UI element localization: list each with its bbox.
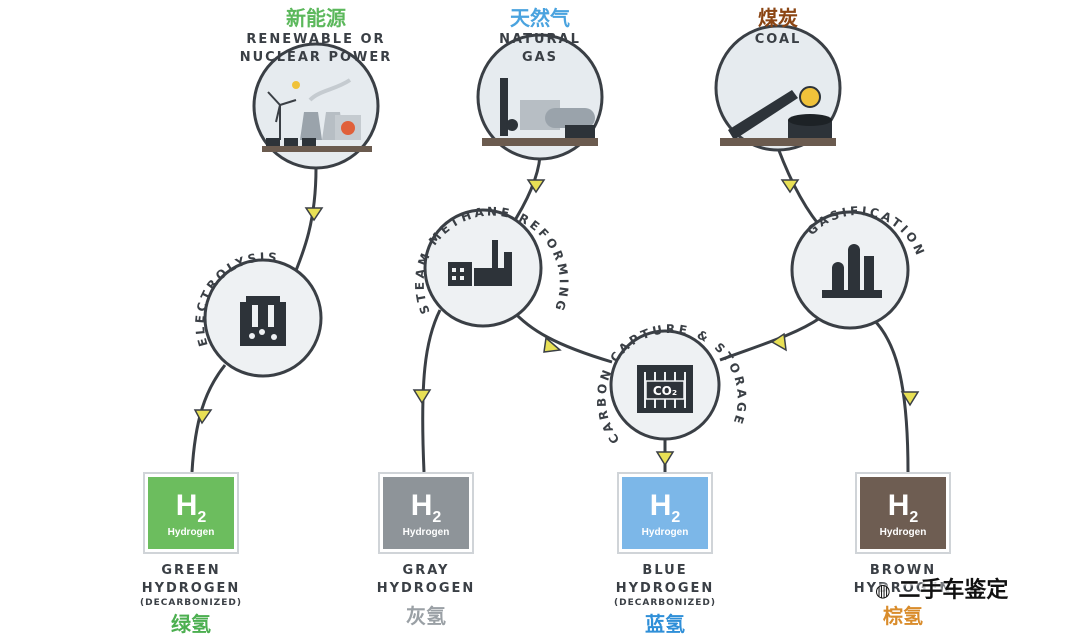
solar-panel-icon xyxy=(266,138,316,146)
arrow-gasification-brown xyxy=(900,391,920,407)
line-smr-ccs xyxy=(510,308,613,364)
gray-hydrogen-box: H2 Hydrogen xyxy=(378,472,474,554)
sun-icon xyxy=(292,81,300,89)
gray-en-line1: GRAY xyxy=(402,563,450,578)
green-hydrogen-box: H2 Hydrogen xyxy=(143,472,239,554)
green-hydrogen-word: Hydrogen xyxy=(167,527,215,538)
line-electrolysis-green xyxy=(190,364,227,473)
natural-gas-cn: 天然气 xyxy=(510,6,570,30)
process-ccs: CO₂ xyxy=(609,329,721,441)
green-note: (DECARBONIZED) xyxy=(140,598,242,608)
gray-cn: 灰氢 xyxy=(406,604,446,628)
process-gasification xyxy=(790,210,910,330)
blue-hydrogen-label: BLUE HYDROGEN (DECARBONIZED) 蓝氢 xyxy=(605,562,725,637)
gray-h2-symbol: H2 xyxy=(410,489,442,526)
arrowheads xyxy=(193,179,920,467)
gray-hydrogen-word: Hydrogen xyxy=(402,527,450,538)
radiation-icon xyxy=(341,121,355,135)
factory-icon xyxy=(448,240,512,286)
gasifier-icon xyxy=(822,244,882,298)
blue-en-line2: HYDROGEN xyxy=(615,581,715,596)
watermark-text: 二手车鉴定 xyxy=(898,578,1009,603)
brown-h2-symbol: H2 xyxy=(887,489,919,526)
natural-gas-en-line2: GAS xyxy=(521,50,559,65)
gray-en-line2: HYDROGEN xyxy=(376,581,476,596)
green-h2-symbol: H2 xyxy=(175,489,207,526)
arrow-coal-gasification xyxy=(780,179,800,194)
arrow-smr-gray xyxy=(412,389,432,405)
blue-hydrogen-word: Hydrogen xyxy=(641,527,689,538)
co2-container-icon: CO₂ xyxy=(637,365,693,413)
line-gasification-ccs xyxy=(719,316,821,362)
brown-en-line2: HYDROGEN xyxy=(853,581,953,596)
brown-en-line1: BROWN xyxy=(869,563,937,578)
blue-hydrogen-box: H2 Hydrogen xyxy=(617,472,713,554)
green-cn: 绿氢 xyxy=(171,612,211,636)
arrow-renewable-electrolysis xyxy=(304,207,324,222)
renewable-heading: 新能源 RENEWABLE OR NUCLEAR POWER xyxy=(216,2,416,67)
source-coal xyxy=(714,24,842,152)
process-smr xyxy=(423,208,543,328)
source-renewable xyxy=(252,42,380,170)
blue-en-line1: BLUE xyxy=(642,563,688,578)
gray-hydrogen-label: GRAY HYDROGEN 灰氢 xyxy=(366,562,486,629)
renewable-cn: 新能源 xyxy=(286,6,346,30)
co2-label: CO₂ xyxy=(653,384,677,398)
arrow-electrolysis-green xyxy=(193,409,213,425)
gas-plant-icon xyxy=(500,78,595,139)
nuclear-plant-icon xyxy=(300,78,361,140)
blue-note: (DECARBONIZED) xyxy=(614,598,716,608)
renewable-en-line1: RENEWABLE OR xyxy=(246,32,386,47)
arrow-gas-smr xyxy=(526,179,546,194)
brown-hydrogen-word: Hydrogen xyxy=(879,527,927,538)
line-gasification-brown xyxy=(870,316,910,473)
green-en-line1: GREEN xyxy=(161,563,221,578)
coal-conveyor-icon xyxy=(728,86,832,140)
coal-cn: 煤炭 xyxy=(758,6,798,30)
brown-hydrogen-box: H2 Hydrogen xyxy=(855,472,951,554)
wind-turbine-icon xyxy=(267,91,297,140)
blue-h2-symbol: H2 xyxy=(649,489,681,526)
blue-cn: 蓝氢 xyxy=(645,612,685,636)
green-hydrogen-label: GREEN HYDROGEN (DECARBONIZED) 绿氢 xyxy=(131,562,251,637)
natural-gas-heading: 天然气 NATURAL GAS xyxy=(480,2,600,67)
watermark: ◍ 二手车鉴定 xyxy=(875,572,1008,604)
line-smr-gray xyxy=(421,309,442,473)
connector-lines xyxy=(190,147,910,473)
brown-hydrogen-label: BROWN HYDROGEN 棕氢 xyxy=(843,562,963,629)
arrow-gasification-ccs xyxy=(770,332,787,352)
brown-cn: 棕氢 xyxy=(883,604,923,628)
arrow-smr-ccs xyxy=(543,336,562,353)
wechat-icon: ◍ xyxy=(875,580,891,602)
natural-gas-en-line1: NATURAL xyxy=(499,32,581,47)
green-en-line2: HYDROGEN xyxy=(141,581,241,596)
source-natural-gas xyxy=(476,33,604,161)
coal-en: COAL xyxy=(754,32,802,47)
process-electrolysis xyxy=(203,258,323,378)
electrolysis-tank-icon xyxy=(240,296,286,346)
arrow-ccs-blue xyxy=(655,451,675,467)
coal-heading: 煤炭 COAL xyxy=(728,2,828,49)
renewable-en-line2: NUCLEAR POWER xyxy=(239,50,393,65)
